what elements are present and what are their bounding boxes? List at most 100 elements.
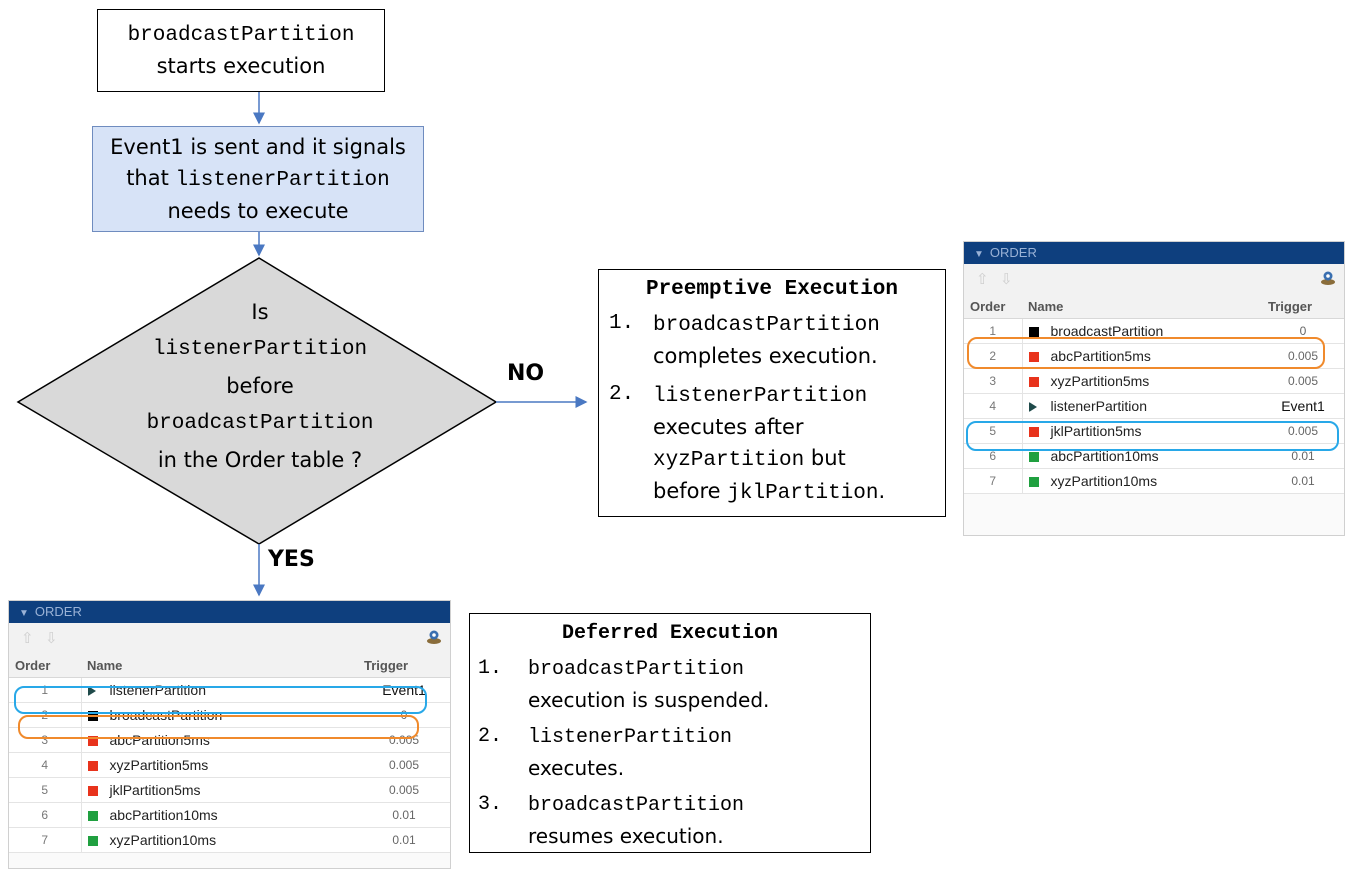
collapse-triangle-icon[interactable]: ▼ [974, 249, 984, 260]
name-cell: jklPartition5ms [81, 777, 358, 803]
green-square-icon [1028, 477, 1039, 488]
name-cell: broadcastPartition [81, 702, 358, 728]
settings-icon[interactable] [1320, 268, 1336, 286]
order-cell: 4 [9, 752, 82, 778]
trigger-cell[interactable]: 0.005 [1262, 368, 1344, 394]
deferred-item-3-num: 3. [478, 793, 503, 816]
column-header-trigger[interactable]: Trigger [358, 653, 450, 678]
column-header-order[interactable]: Order [964, 294, 1022, 319]
name-cell: broadcastPartition [1022, 318, 1262, 344]
event-box-line2-prefix: that [126, 165, 176, 190]
column-header-trigger[interactable]: Trigger [1262, 294, 1344, 319]
trigger-cell[interactable]: 0.01 [1262, 443, 1344, 469]
red-square-icon [1028, 352, 1039, 363]
preemptive-item-2-code-c: jklPartition [727, 482, 879, 505]
trigger-cell[interactable]: 0.005 [1262, 418, 1344, 444]
start-box-code: broadcastPartition [127, 23, 355, 47]
preemptive-item-2-text-a: executes after [653, 415, 804, 439]
trigger-cell[interactable]: 0.01 [358, 802, 450, 828]
order-cell: 5 [9, 777, 82, 803]
trigger-cell[interactable]: 0.005 [1262, 343, 1344, 369]
red-square-icon [1028, 427, 1039, 438]
trigger-cell[interactable]: 0.01 [358, 827, 450, 853]
move-down-icon[interactable]: ⇩ [1000, 271, 1013, 288]
order-toolbar-bottom: ⇧ ⇩ [9, 623, 450, 653]
decision-text: Is listenerPartition before broadcastPar… [100, 294, 420, 479]
settings-icon[interactable] [426, 627, 442, 645]
order-toolbar-right: ⇧ ⇩ [964, 264, 1344, 294]
table-row[interactable]: 2 broadcastPartition 0 [9, 702, 450, 728]
table-row[interactable]: 4 xyzPartition5ms 0.005 [9, 752, 450, 778]
decision-line1: Is [251, 300, 269, 324]
deferred-item-2-code: listenerPartition [528, 726, 733, 749]
move-up-icon[interactable]: ⇧ [21, 630, 34, 647]
move-down-icon[interactable]: ⇩ [45, 630, 58, 647]
name-cell: listenerPartition [1022, 393, 1262, 419]
trigger-cell[interactable]: Event1 [1262, 393, 1344, 419]
black-square-icon [87, 711, 98, 722]
preemptive-item-2-num: 2. [609, 383, 635, 406]
name-cell: abcPartition10ms [81, 802, 358, 828]
order-cell: 2 [9, 702, 82, 728]
deferred-item-1-num: 1. [478, 657, 503, 680]
order-cell: 3 [964, 368, 1023, 394]
decision-line5: in the Order table ? [157, 448, 363, 472]
trigger-cell[interactable]: 0.01 [1262, 468, 1344, 494]
decision-line2: listenerPartition [152, 338, 368, 361]
trigger-cell[interactable]: 0 [358, 702, 450, 728]
name-cell: abcPartition5ms [1022, 343, 1262, 369]
play-icon [1028, 402, 1037, 413]
event-box-line1: Event1 is sent and it signals [110, 134, 406, 159]
trigger-cell[interactable]: Event1 [358, 677, 450, 703]
order-cell: 7 [9, 827, 82, 853]
name-cell: listenerPartition [81, 677, 358, 703]
collapse-triangle-icon[interactable]: ▼ [19, 608, 29, 619]
preemptive-item-1-text: completes execution. [653, 344, 878, 368]
deferred-item-2-text: executes. [528, 756, 625, 780]
preemptive-item-2-text-d: . [878, 479, 886, 503]
partition-name: listenerPartition [1050, 398, 1148, 414]
move-up-icon[interactable]: ⇧ [976, 271, 989, 288]
order-header-bottom[interactable]: ▼ORDER [9, 601, 450, 623]
preemptive-item-1-num: 1. [609, 312, 635, 335]
preemptive-title: Preemptive Execution [645, 278, 899, 301]
preemptive-item-1: 1. broadcastPartition completes executio… [609, 309, 935, 372]
partition-name: jklPartition5ms [1050, 423, 1142, 439]
red-square-icon [87, 736, 98, 747]
red-square-icon [87, 761, 98, 772]
partition-name: xyzPartition5ms [109, 757, 209, 773]
partition-name: xyzPartition5ms [1050, 373, 1150, 389]
trigger-cell[interactable]: 0 [1262, 318, 1344, 344]
preemptive-item-2-code: listenerPartition [653, 385, 868, 408]
order-header-right[interactable]: ▼ORDER [964, 242, 1344, 264]
table-row[interactable]: 3 xyzPartition5ms 0.005 [964, 368, 1344, 394]
event-box: Event1 is sent and it signals that liste… [92, 126, 424, 232]
trigger-cell[interactable]: 0.005 [358, 727, 450, 753]
column-header-name[interactable]: Name [81, 653, 358, 678]
trigger-cell[interactable]: 0.005 [358, 752, 450, 778]
partition-name: broadcastPartition [109, 707, 223, 723]
deferred-item-3-text: resumes execution. [528, 824, 724, 848]
green-square-icon [87, 811, 98, 822]
column-header-name[interactable]: Name [1022, 294, 1262, 319]
green-square-icon [87, 836, 98, 847]
trigger-cell[interactable]: 0.005 [358, 777, 450, 803]
partition-name: abcPartition5ms [109, 732, 210, 748]
column-header-order[interactable]: Order [9, 653, 81, 678]
red-square-icon [1028, 377, 1039, 388]
partition-name: abcPartition10ms [109, 807, 218, 823]
order-cell: 1 [9, 677, 82, 703]
